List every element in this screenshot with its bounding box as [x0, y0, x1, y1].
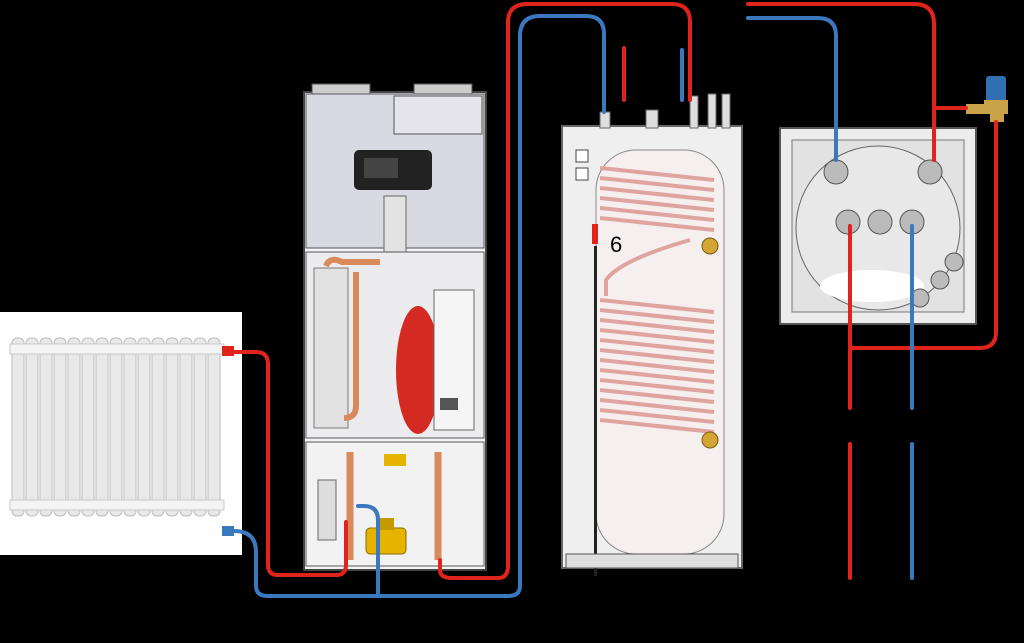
vessel-top-view-icon [779, 127, 977, 325]
sensor-label: 6 [610, 232, 622, 257]
coil-supply-pipe [438, 2, 692, 580]
safety-valve-icon [966, 76, 1008, 122]
radiator-icon [0, 312, 242, 555]
radiator-supply-pipe [232, 350, 348, 577]
indoor-unit-icon [303, 83, 487, 571]
cylinder-icon: 6 [552, 88, 748, 578]
vessel-return-pipe [746, 16, 838, 162]
vessel-supply-pipe [746, 2, 936, 162]
radiator-return-pipe [232, 14, 606, 598]
